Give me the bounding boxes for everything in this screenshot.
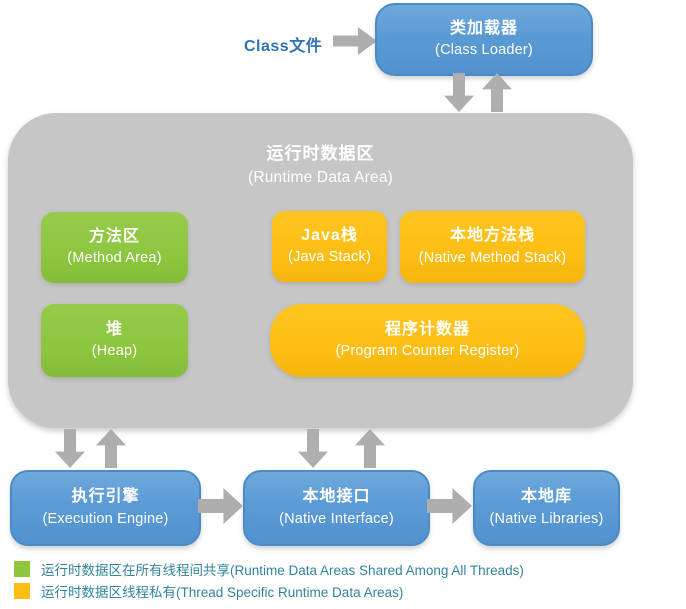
execution-engine-box: 执行引擎 (Execution Engine) — [10, 470, 201, 546]
method-area-box: 方法区 (Method Area) — [41, 212, 188, 283]
green-swatch-icon — [14, 561, 30, 577]
java-stack-box: Java栈 (Java Stack) — [272, 211, 387, 282]
class-loader-label-en: (Class Loader) — [435, 42, 533, 59]
legend-item-shared: 运行时数据区在所有线程间共享(Runtime Data Areas Shared… — [14, 558, 524, 580]
legend: 运行时数据区在所有线程间共享(Runtime Data Areas Shared… — [14, 558, 524, 602]
arrow-right-icon — [333, 27, 377, 55]
native-libraries-box: 本地库 (Native Libraries) — [473, 470, 620, 546]
arrow-up-icon — [96, 429, 126, 468]
native-libraries-label-zh: 本地库 — [520, 488, 572, 506]
arrow-down-icon — [55, 429, 85, 468]
native-libraries-label-en: (Native Libraries) — [489, 510, 604, 527]
class-loader-label-zh: 类加载器 — [449, 19, 518, 37]
arrow-up-icon — [482, 73, 512, 112]
java-stack-label-zh: Java栈 — [301, 226, 358, 244]
program-counter-label-zh: 程序计数器 — [384, 320, 470, 338]
heap-label-en: (Heap) — [91, 343, 138, 360]
arrow-right-icon — [198, 488, 243, 524]
native-interface-label-zh: 本地接口 — [302, 488, 371, 506]
arrow-down-icon — [444, 73, 474, 112]
legend-thread-private-label: 运行时数据区线程私有(Thread Specific Runtime Data … — [41, 585, 404, 600]
execution-engine-label-zh: 执行引擎 — [71, 488, 140, 506]
legend-item-thread-private: 运行时数据区线程私有(Thread Specific Runtime Data … — [14, 580, 524, 602]
native-method-stack-label-zh: 本地方法栈 — [449, 227, 535, 245]
runtime-data-area-title-zh: 运行时数据区 — [266, 144, 375, 163]
runtime-data-area-title: 运行时数据区 (Runtime Data Area) — [8, 139, 633, 187]
native-method-stack-label-en: (Native Method Stack) — [418, 249, 567, 266]
runtime-data-area-title-en: (Runtime Data Area) — [247, 169, 394, 186]
heap-label-zh: 堆 — [105, 320, 123, 338]
execution-engine-label-en: (Execution Engine) — [42, 510, 169, 527]
program-counter-box: 程序计数器 (Program Counter Register) — [270, 304, 585, 377]
arrow-up-icon — [355, 429, 385, 468]
native-method-stack-box: 本地方法栈 (Native Method Stack) — [400, 211, 585, 283]
arrow-right-icon — [427, 488, 472, 524]
java-stack-label-en: (Java Stack) — [288, 249, 371, 266]
method-area-label-en: (Method Area) — [67, 250, 162, 267]
legend-shared-label: 运行时数据区在所有线程间共享(Runtime Data Areas Shared… — [41, 563, 524, 578]
native-interface-label-en: (Native Interface) — [279, 510, 394, 527]
method-area-label-zh: 方法区 — [88, 227, 140, 245]
native-interface-box: 本地接口 (Native Interface) — [243, 470, 430, 546]
class-loader-box: 类加载器 (Class Loader) — [375, 3, 593, 76]
program-counter-label-en: (Program Counter Register) — [335, 343, 520, 360]
arrow-down-icon — [298, 429, 328, 468]
heap-box: 堆 (Heap) — [41, 304, 188, 377]
orange-swatch-icon — [14, 583, 30, 599]
class-file-label: Class文件 — [244, 38, 323, 55]
